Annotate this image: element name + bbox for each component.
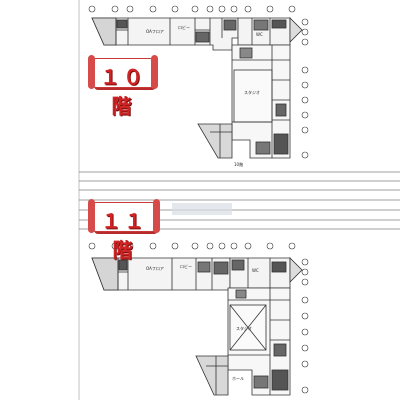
banner-scroll-left — [88, 55, 95, 89]
banner-scroll-right — [151, 55, 158, 89]
room-label-hall-11: ホール — [232, 376, 244, 381]
grid-markers-10 — [88, 5, 309, 159]
room-label-wc-11: WC — [252, 268, 259, 273]
room-label-studio-10: スタジオ — [244, 89, 260, 95]
banner-scroll-left — [88, 199, 95, 233]
grid-markers-11 — [88, 242, 309, 394]
faded-bar — [172, 203, 232, 215]
floor-plan-10 — [91, 17, 303, 159]
room-label-lobby-11: ロビー — [180, 263, 192, 269]
room-label-wc-10: WC — [256, 32, 263, 37]
floor-banner-10: １０階 — [88, 55, 158, 118]
room-label-lobby-10: ロビー — [178, 24, 190, 30]
floor-banner-label-10: １０階 — [100, 65, 146, 118]
room-label-oa-10: OAフロア — [146, 29, 164, 34]
floor-footer-10: 10階 — [234, 161, 243, 167]
banner-scroll-right — [153, 199, 160, 233]
room-label-oa-11: OAフロア — [146, 266, 164, 271]
floor-plan-11 — [91, 257, 303, 396]
room-labels-10: OAフロア ロビー WC スタジオ 10階 — [146, 24, 263, 167]
floor-banner-label-11: １１階 — [101, 209, 147, 262]
room-labels-11: OAフロア ロビー WC スタジオ ホール — [146, 263, 259, 381]
floor-banner-11: １１階 — [88, 199, 160, 262]
room-label-studio-11: スタジオ — [236, 325, 252, 331]
